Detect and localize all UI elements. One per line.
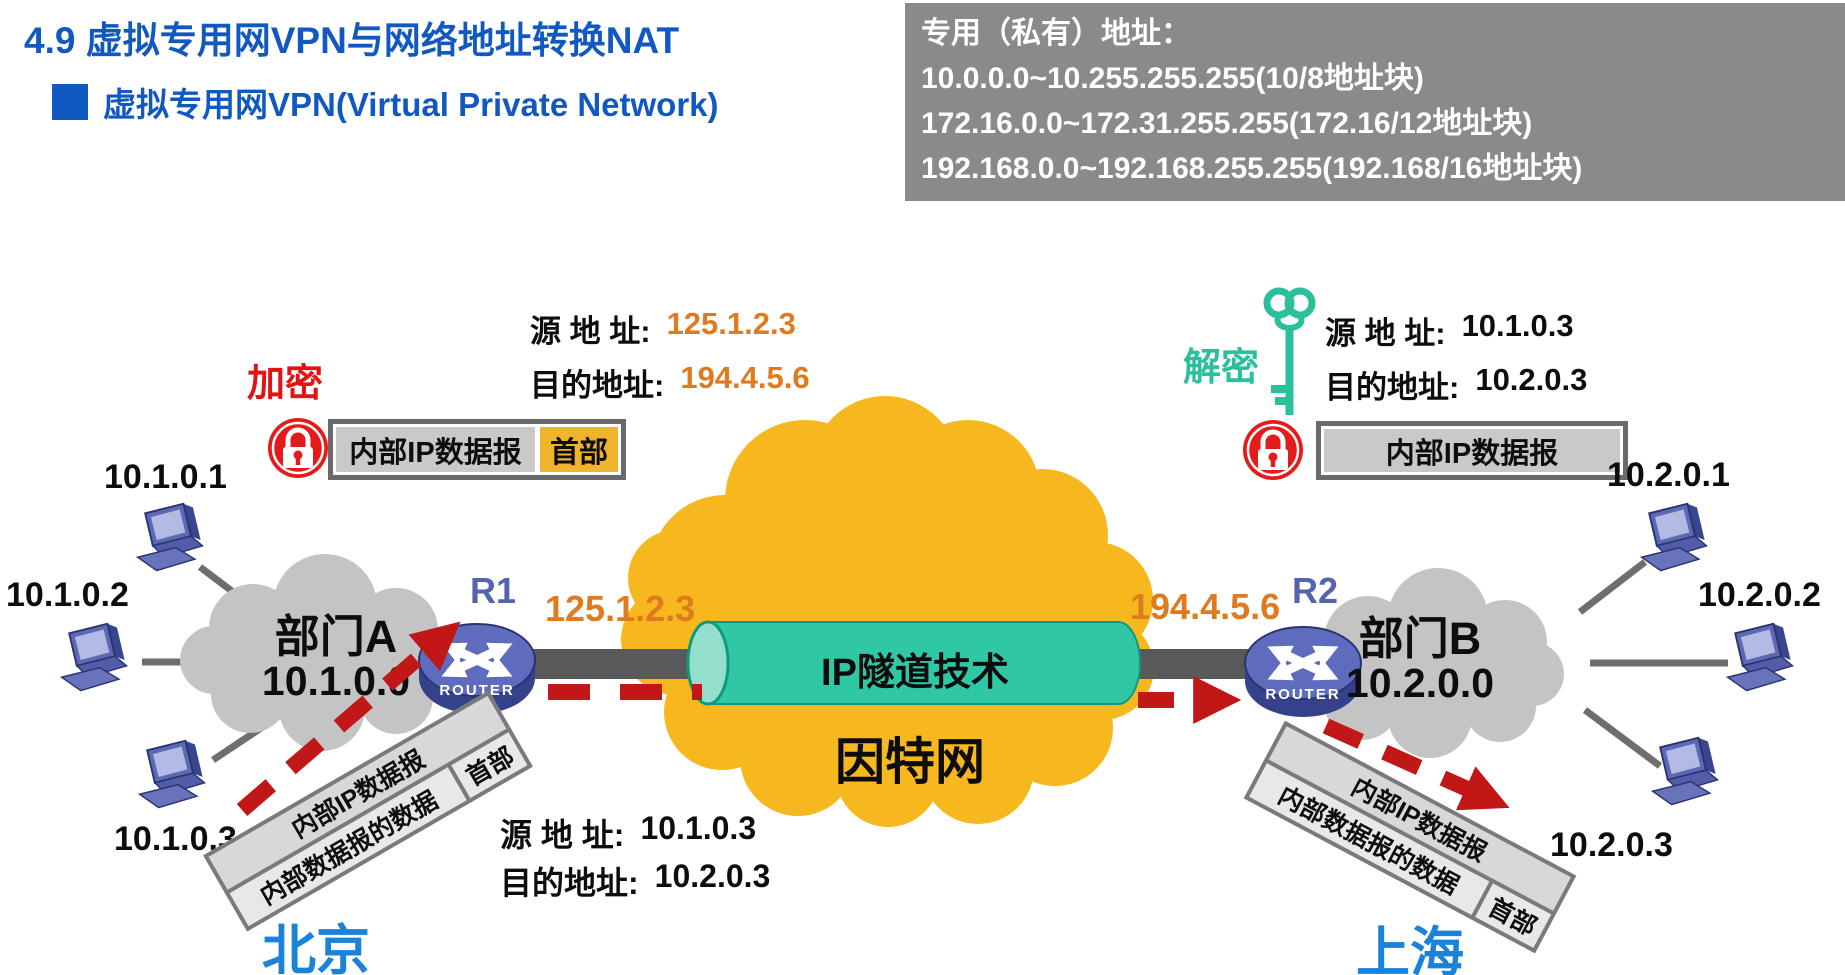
dst-label: 目的地址: [1325,370,1460,405]
router-r2-icon [1244,626,1362,717]
inner-src-address-bottom: 源 地 址: 10.1.0.3 [500,810,756,856]
dept-b-name: 部门B [1358,613,1482,664]
dept-a-name: 部门A [274,611,398,662]
bullet-square-icon [52,84,88,120]
dst-value: 10.2.0.3 [654,858,771,894]
dst-value: 10.2.0.3 [1475,362,1588,397]
src-label: 源 地 址: [1325,316,1446,351]
router-r2-caption: ROUTER [1265,686,1341,703]
src-label: 源 地 址: [530,314,651,349]
ip-tunnel [686,620,1141,706]
pc-icon [1640,502,1708,572]
src-value: 125.1.2.3 [666,306,796,341]
host-ip-a1: 10.1.0.1 [104,458,227,496]
packet-header: 首部 [540,427,618,472]
dept-b-subnet: 10.2.0.0 [1345,660,1495,706]
private-address-box: 专用（私有）地址： 10.0.0.0~10.255.255.255(10/8地址… [905,3,1845,201]
tunnel-label: IP隧道技术 [821,652,1009,694]
router-r1-name: R1 [470,570,517,611]
decrypted-packet: 内部IP数据报 [1316,421,1628,480]
private-address-line: 192.168.0.0~192.168.255.255(192.168/16地址… [921,152,1583,185]
encrypt-label: 加密 [247,363,324,405]
router-r1-caption: ROUTER [439,682,515,699]
router-r2-ip: 194.4.5.6 [1130,586,1281,627]
encrypted-packet: 内部IP数据报 首部 [328,419,626,480]
dst-value: 194.4.5.6 [680,360,810,395]
page-title: 4.9 虚拟专用网VPN与网络地址转换NAT [24,20,680,61]
subtitle-row: 虚拟专用网VPN(Virtual Private Network) [52,78,719,126]
src-value: 10.1.0.3 [1461,308,1574,343]
inner-dst-address-right: 目的地址: 10.2.0.3 [1325,362,1587,407]
inner-dst-address-bottom: 目的地址: 10.2.0.3 [500,858,770,904]
host-ip-b1: 10.2.0.1 [1607,456,1730,494]
dst-label: 目的地址: [500,865,639,901]
subtitle: 虚拟专用网VPN(Virtual Private Network) [103,86,719,123]
outer-src-address: 源 地 址: 125.1.2.3 [530,306,796,351]
host-ip-b3: 10.2.0.3 [1550,826,1673,864]
pc-icon [1726,622,1794,692]
key-icon [1262,283,1317,421]
private-address-title: 专用（私有）地址： [921,17,1191,50]
host-ip-b2: 10.2.0.2 [1698,576,1821,614]
city-beijing: 北京 [262,921,370,975]
router-r2-name: R2 [1292,570,1339,611]
lock-icon-right [1241,418,1305,482]
lock-icon-left [266,416,330,480]
src-value: 10.1.0.3 [640,810,757,846]
internet-label: 因特网 [835,734,985,790]
pc-icon [1651,736,1719,806]
host-ip-a2: 10.1.0.2 [6,576,129,614]
router-r1-ip: 125.1.2.3 [545,588,696,629]
packet-payload: 内部IP数据报 [336,427,535,472]
outer-dst-address: 目的地址: 194.4.5.6 [530,360,810,405]
dst-label: 目的地址: [530,368,665,403]
city-shanghai: 上海 [1356,923,1464,975]
private-address-line: 172.16.0.0~172.31.255.255(172.16/12地址块) [921,107,1533,140]
inner-src-address-right: 源 地 址: 10.1.0.3 [1325,308,1574,353]
pc-icon [136,502,204,572]
packet-payload: 内部IP数据报 [1324,429,1620,472]
decrypt-label: 解密 [1183,347,1260,389]
private-address-line: 10.0.0.0~10.255.255.255(10/8地址块) [921,62,1424,95]
src-label: 源 地 址: [500,817,625,853]
dept-b-label: 部门B 10.2.0.0 [1300,613,1540,706]
pc-icon [138,739,206,809]
pc-icon [60,622,128,692]
